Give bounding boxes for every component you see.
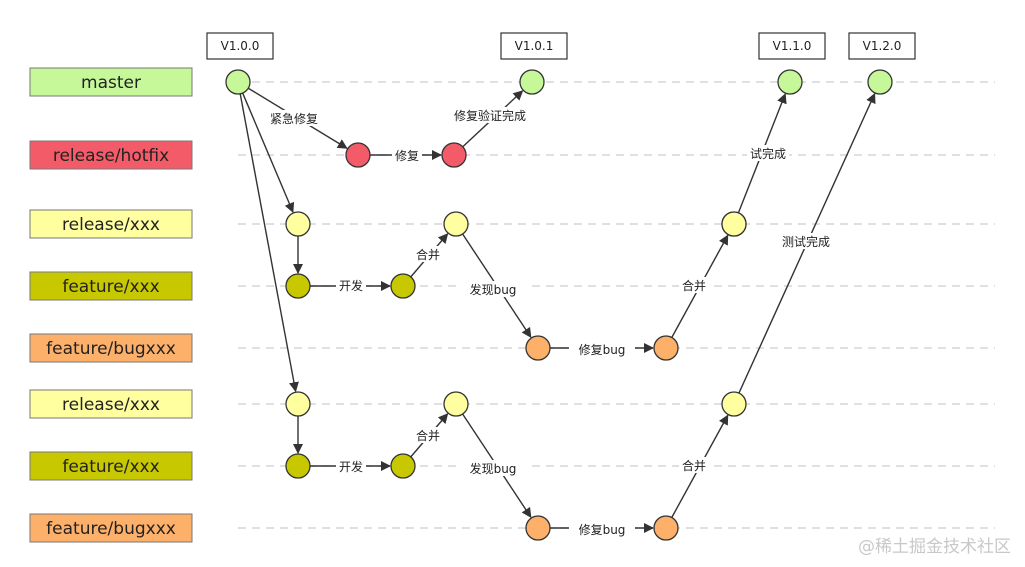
- lane-label-bug1: feature/bugxxx: [29, 333, 193, 363]
- edge-label: 合并: [682, 278, 706, 293]
- version-tag-box: [848, 32, 916, 60]
- commit-node-h1: [345, 142, 371, 168]
- version-tag-label: V1.1.0: [773, 39, 812, 53]
- edge-label-bg: [460, 281, 526, 297]
- edge-label-bg: [569, 521, 635, 537]
- edge-label-bg: [679, 457, 709, 473]
- commit-node-b2b: [653, 515, 679, 541]
- commit-node-f1b: [390, 273, 416, 299]
- edge-label-bg: [336, 277, 366, 293]
- commit-node-b1a: [525, 335, 551, 361]
- edge-label: 开发: [339, 459, 363, 474]
- lane-label-box: [29, 140, 193, 170]
- lane-label-text: feature/bugxxx: [46, 519, 176, 539]
- version-tag: V1.2.0: [848, 32, 916, 60]
- version-tag-label: V1.0.1: [515, 39, 554, 53]
- lane-label-text: feature/bugxxx: [46, 339, 176, 359]
- lane-label-box: [29, 513, 193, 543]
- lane-label-box: [29, 451, 193, 481]
- edge-label: 修复bug: [579, 342, 626, 357]
- edge-label-bg: [460, 460, 526, 476]
- version-tag: V1.0.1: [500, 32, 568, 60]
- edge-label: 修复: [395, 148, 419, 163]
- edge-label-bg: [336, 458, 366, 474]
- lane-label-bug2: feature/bugxxx: [29, 513, 193, 543]
- lane-label-text: feature/xxx: [62, 277, 159, 297]
- edge-label: 发现bug: [470, 282, 517, 297]
- edge-label-bg: [267, 110, 321, 126]
- lane-label-release1: release/xxx: [29, 209, 193, 239]
- edge-label-bg: [779, 233, 833, 249]
- edge-label: 修复bug: [579, 522, 626, 537]
- commit-node-b2a: [525, 515, 551, 541]
- lane-label-text: feature/xxx: [62, 457, 159, 477]
- commit-node-r2a: [285, 391, 311, 417]
- commit-node-h2: [441, 142, 467, 168]
- version-tag: V1.0.0: [206, 32, 274, 60]
- edge-label: 发现bug: [470, 461, 517, 476]
- edge-label-bg: [451, 107, 529, 123]
- edge-label-bg: [747, 145, 789, 161]
- lane-label-box: [29, 333, 193, 363]
- commit-node-r2c: [721, 391, 747, 417]
- edge-m0-r2a: [239, 93, 299, 393]
- edge-label: 开发: [339, 278, 363, 293]
- lane-label-box: [29, 389, 193, 419]
- commit-node-r2b: [443, 391, 469, 417]
- edge-m0-r1a: [242, 92, 295, 213]
- version-tag-box: [206, 32, 274, 60]
- commit-node-h3: [721, 211, 747, 237]
- lane-label-text: release/hotfix: [53, 146, 169, 166]
- lane-label-box: [29, 67, 193, 97]
- commit-node-r1a: [285, 211, 311, 237]
- edge-label: 合并: [416, 247, 440, 262]
- edge-label: 合并: [416, 428, 440, 443]
- edge-label: 紧急修复: [270, 111, 318, 126]
- watermark: @稀土掘金技术社区: [858, 537, 1011, 557]
- commit-node-f2a: [285, 453, 311, 479]
- edge-label: 测试完成: [782, 234, 830, 249]
- edge-label-bg: [679, 277, 709, 293]
- version-tag-label: V1.2.0: [863, 39, 902, 53]
- lane-label-release2: release/xxx: [29, 389, 193, 419]
- edge-label: 修复验证完成: [454, 108, 526, 123]
- commit-node-m3: [867, 69, 893, 95]
- commit-node-f2b: [390, 453, 416, 479]
- version-tag-box: [758, 32, 826, 60]
- version-tag: V1.1.0: [758, 32, 826, 60]
- commit-node-m2: [777, 69, 803, 95]
- lane-label-hotfix: release/hotfix: [29, 140, 193, 170]
- lane-label-master: master: [29, 67, 193, 97]
- edge-label-bg: [392, 147, 422, 163]
- edge-label-bg: [413, 427, 443, 443]
- commit-node-r1b: [443, 211, 469, 237]
- edge-label-bg: [413, 246, 443, 262]
- lane-label-feature2: feature/xxx: [29, 451, 193, 481]
- lane-label-text: release/xxx: [62, 395, 160, 415]
- lane-label-text: master: [81, 73, 141, 93]
- lane-label-text: release/xxx: [62, 215, 160, 235]
- lane-label-feature1: feature/xxx: [29, 271, 193, 301]
- version-tag-box: [500, 32, 568, 60]
- lane-label-box: [29, 271, 193, 301]
- commit-node-m1: [519, 69, 545, 95]
- version-tag-label: V1.0.0: [221, 39, 260, 53]
- commit-node-f1a: [285, 273, 311, 299]
- edge-label: 试完成: [750, 146, 786, 161]
- edge-label-bg: [569, 341, 635, 357]
- commit-node-m0: [225, 69, 251, 95]
- lane-label-box: [29, 209, 193, 239]
- edge-label: 合并: [682, 458, 706, 473]
- commit-node-b1b: [653, 335, 679, 361]
